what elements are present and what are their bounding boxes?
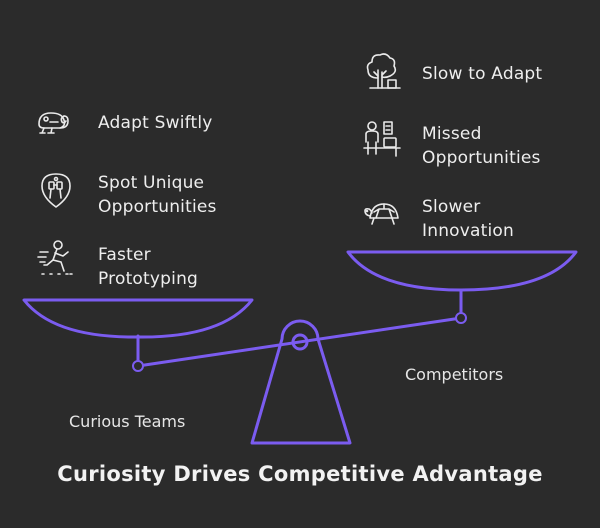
- scale-fulcrum: [250, 319, 352, 445]
- curious-teams-label: Curious Teams: [69, 412, 186, 431]
- item-faster-prototyping: Faster Prototyping: [98, 243, 218, 291]
- right-beam-joint: [455, 312, 467, 324]
- item-adapt-swiftly: Adapt Swiftly: [98, 113, 213, 133]
- fulcrum-pivot: [291, 333, 309, 351]
- tree-icon: [362, 50, 402, 90]
- competitors-label: Competitors: [405, 365, 504, 384]
- item-missed-opportunities: Missed Opportunities: [422, 122, 562, 170]
- diagram-title: Curiosity Drives Competitive Advantage: [57, 462, 543, 486]
- left-pan: [22, 298, 254, 339]
- scale-beam: [136, 316, 463, 368]
- running-person-icon: [36, 238, 76, 278]
- item-spot-unique-opportunities: Spot Unique Opportunities: [98, 171, 238, 219]
- turtle-icon: [362, 194, 402, 234]
- item-slower-innovation: Slower Innovation: [422, 195, 542, 243]
- item-faster-prototyping-text: Faster Prototyping: [98, 245, 199, 289]
- left-beam-joint: [132, 360, 144, 372]
- item-slow-to-adapt: Slow to Adapt: [422, 64, 543, 84]
- right-pan: [346, 250, 578, 292]
- item-slower-innovation-text: Slower Innovation: [422, 197, 515, 241]
- chameleon-icon: [34, 102, 74, 142]
- binoculars-person-icon: [36, 170, 76, 210]
- item-spot-unique-opportunities-text: Spot Unique Opportunities: [98, 173, 217, 217]
- person-at-desk-icon: [362, 118, 402, 158]
- item-missed-opportunities-text: Missed Opportunities: [422, 124, 541, 168]
